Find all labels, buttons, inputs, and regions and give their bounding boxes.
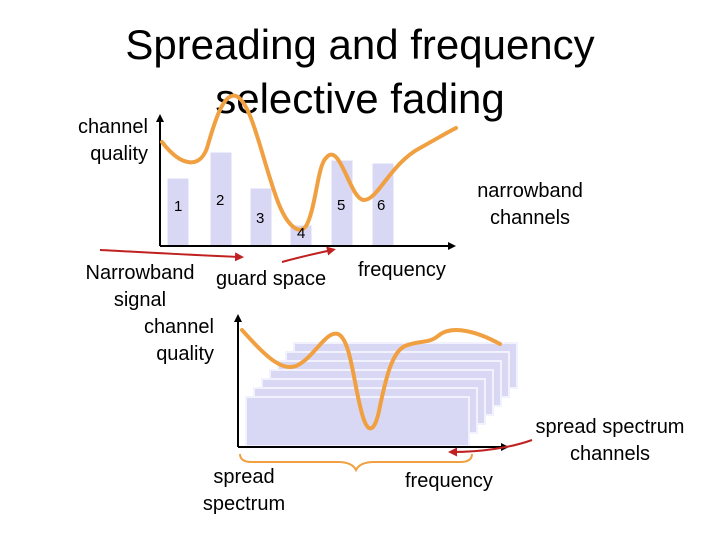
title-line-2: selective fading <box>215 75 505 122</box>
guard-space-label: guard space <box>216 268 327 290</box>
narrowband-signal-arrow <box>99 249 244 262</box>
narrowband-channels-label: narrowband channels <box>477 180 583 229</box>
top-x-axis-label: frequency <box>358 259 446 281</box>
narrowband-signal-label: Narrowband signal <box>85 262 195 311</box>
channel-number-1: 1 <box>174 198 183 215</box>
spread-spectrum-brace <box>239 453 473 473</box>
top-channel-quality-curve <box>160 93 458 232</box>
slide-title: Spreading and frequency selective fading <box>0 18 720 126</box>
channel-number-2: 2 <box>216 192 225 209</box>
spread-channels-arrow <box>448 439 533 457</box>
top-y-axis-label: channel quality <box>77 116 148 165</box>
bottom-y-axis-label: channel quality <box>143 316 214 365</box>
guard-space-arrow <box>281 246 336 263</box>
spread-channel-layer-0 <box>245 396 470 447</box>
channel-number-4: 4 <box>297 225 306 242</box>
channel-number-6: 6 <box>377 197 386 214</box>
title-line-1: Spreading and frequency <box>125 21 595 68</box>
bottom-x-axis-label: frequency <box>405 470 493 492</box>
spread-spectrum-channels-label: spread spectrum channels <box>535 416 685 465</box>
channel-number-3: 3 <box>256 210 265 227</box>
channel-number-5: 5 <box>337 197 346 214</box>
bottom-channel-quality-curve <box>240 328 502 431</box>
spread-spectrum-label: spread spectrum <box>202 466 286 515</box>
